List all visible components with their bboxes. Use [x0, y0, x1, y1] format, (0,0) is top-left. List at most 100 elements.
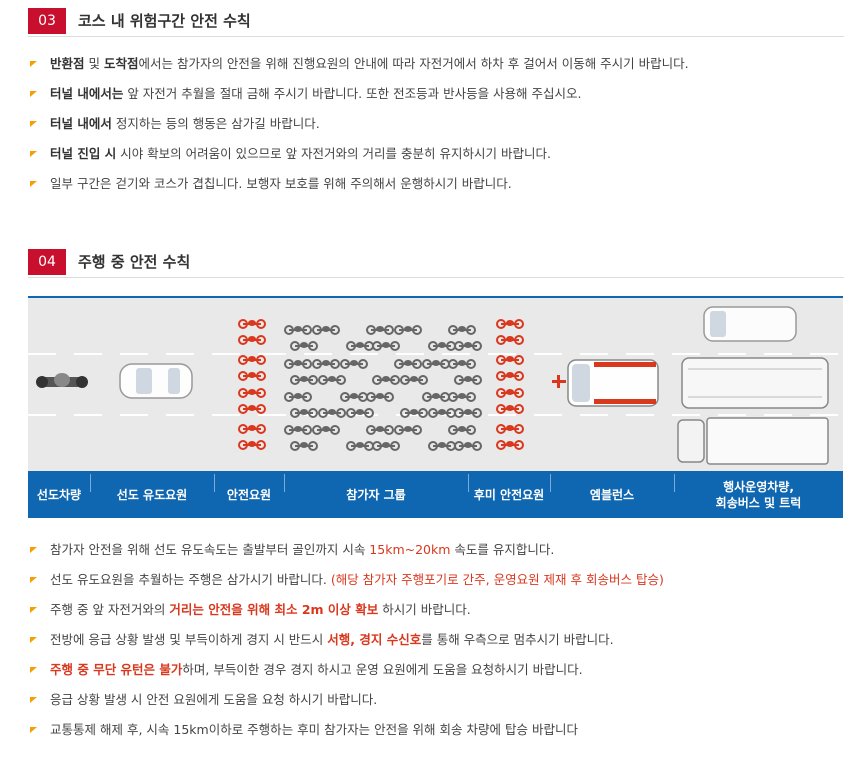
participant-bicycle-icon	[312, 425, 340, 435]
participant-bicycle-icon	[372, 341, 400, 351]
bullet-icon	[30, 607, 37, 613]
danger-zone-rules-list: 반환점 및 도착점에서는 참가자의 안전을 위해 진행요원의 안내에 따라 자전…	[30, 55, 846, 205]
label-lead-guide: 선도 유도요원	[116, 487, 188, 502]
list-item: 터널 진입 시 시야 확보의 어려움이 있으므로 앞 자전거와의 거리를 충분히…	[30, 145, 846, 175]
participant-bicycle-icon	[290, 341, 318, 351]
safety-staff-bicycle-icon	[496, 319, 524, 329]
list-item: 터널 내에서는 앞 자전거 추월을 절대 금해 주시기 바랍니다. 또한 전조등…	[30, 85, 846, 115]
participant-bicycle-icon	[394, 425, 422, 435]
safety-staff-bicycle-icon	[496, 388, 524, 398]
list-item: 주행 중 앞 자전거와의 거리는 안전을 위해 최소 2m 이상 확보 하시기 …	[30, 601, 846, 631]
label-ambulance: 엠블런스	[589, 487, 635, 502]
participant-bicycle-icon	[284, 325, 312, 335]
label-divider	[550, 474, 551, 492]
safety-staff-bicycle-icon	[238, 404, 266, 414]
safety-staff-bicycle-icon	[238, 388, 266, 398]
list-item: 응급 상황 발생 시 안전 요원에게 도움을 요청 하시기 바랍니다.	[30, 691, 846, 721]
participant-bicycle-icon	[454, 375, 482, 385]
participant-bicycle-icon	[454, 341, 482, 351]
lead-motorcycle-icon	[36, 373, 88, 388]
operation-van-icon	[703, 306, 797, 342]
list-item: 교통통제 해제 후, 시속 15km이하로 주행하는 후미 참가자는 안전을 위…	[30, 721, 846, 751]
label-divider	[674, 474, 675, 492]
participant-bicycle-icon	[312, 325, 340, 335]
list-item: 주행 중 무단 유턴은 불가하며, 부득이한 경우 경지 하시고 운영 요원에게…	[30, 661, 846, 691]
participant-bicycle-icon	[394, 325, 422, 335]
shuttle-bus-icon	[681, 357, 829, 409]
participant-bicycle-icon	[346, 408, 374, 418]
safety-staff-bicycle-icon	[496, 440, 524, 450]
safety-staff-bicycle-icon	[238, 319, 266, 329]
section-title: 주행 중 안전 수칙	[78, 253, 191, 271]
formation-illustration	[28, 296, 843, 518]
riding-formation-diagram: 선도차량 선도 유도요원 안전요원 참가자 그룹 후미 안전요원 엠블런스 행사…	[28, 296, 843, 518]
ambulance-icon	[552, 359, 659, 407]
participant-bicycle-icon	[284, 425, 312, 435]
bullet-icon	[30, 91, 37, 97]
participant-group	[284, 325, 482, 451]
lead-car-icon	[119, 363, 193, 399]
safety-staff-bicycle-icon	[238, 335, 266, 345]
participant-bicycle-icon	[340, 359, 368, 369]
safety-staff-bicycle-icon	[496, 424, 524, 434]
list-item: 선도 유도요원을 추월하는 주행은 삼가시기 바랍니다. (해당 참가자 주행포…	[30, 571, 846, 601]
section-04-header: 04 주행 중 안전 수칙	[28, 249, 844, 278]
label-participant-group: 참가자 그룹	[346, 487, 406, 502]
participant-bicycle-icon	[290, 408, 318, 418]
list-item: 터널 내에서 정지하는 등의 행동은 삼가길 바랍니다.	[30, 115, 846, 145]
bullet-icon	[30, 637, 37, 643]
list-item: 일부 구간은 걷기와 코스가 겹칩니다. 보행자 보호를 위해 주의해서 운행하…	[30, 175, 846, 205]
label-divider	[214, 474, 215, 492]
participant-bicycle-icon	[448, 359, 476, 369]
label-rear-safety-staff: 후미 안전요원	[473, 487, 545, 502]
participant-bicycle-icon	[448, 425, 476, 435]
participant-bicycle-icon	[372, 375, 400, 385]
participant-bicycle-icon	[400, 375, 428, 385]
participant-bicycle-icon	[318, 375, 346, 385]
participant-bicycle-icon	[454, 408, 482, 418]
riding-rules-list: 참가자 안전을 위해 선도 유도속도는 출발부터 골인까지 시속 15km~20…	[30, 541, 846, 751]
label-support-vehicles: 행사운영차량, 회송버스 및 트럭	[715, 479, 802, 510]
safety-staff-bicycle-icon	[238, 355, 266, 365]
bullet-icon	[30, 61, 37, 67]
participant-bicycle-icon	[400, 408, 428, 418]
bullet-icon	[30, 547, 37, 553]
participant-bicycle-icon	[346, 341, 374, 351]
bullet-icon	[30, 121, 37, 127]
bullet-icon	[30, 151, 37, 157]
label-divider	[284, 474, 285, 492]
participant-bicycle-icon	[428, 441, 456, 451]
participant-bicycle-icon	[290, 441, 318, 451]
safety-staff-bicycle-icon	[238, 440, 266, 450]
participant-bicycle-icon	[312, 359, 340, 369]
list-item: 반환점 및 도착점에서는 참가자의 안전을 위해 진행요원의 안내에 따라 자전…	[30, 55, 846, 85]
bullet-icon	[30, 181, 37, 187]
label-divider	[90, 474, 91, 492]
participant-bicycle-icon	[394, 359, 422, 369]
participant-bicycle-icon	[454, 441, 482, 451]
list-item: 전방에 응급 상황 발생 및 부득이하게 경지 시 반드시 서행, 경지 수신호…	[30, 631, 846, 661]
participant-bicycle-icon	[366, 392, 394, 402]
participant-bicycle-icon	[366, 325, 394, 335]
safety-staff-bicycle-icon	[496, 355, 524, 365]
participant-bicycle-icon	[290, 375, 318, 385]
safety-staff-bicycle-icon	[238, 424, 266, 434]
section-number-badge: 04	[28, 249, 66, 275]
safety-staff-bicycle-icon	[496, 371, 524, 381]
bullet-icon	[30, 577, 37, 583]
participant-bicycle-icon	[366, 425, 394, 435]
safety-staff-group	[238, 319, 524, 450]
label-divider	[468, 474, 469, 492]
participant-bicycle-icon	[448, 325, 476, 335]
bullet-icon	[30, 727, 37, 733]
safety-staff-bicycle-icon	[238, 371, 266, 381]
label-safety-staff: 안전요원	[226, 487, 272, 502]
section-title: 코스 내 위험구간 안전 수칙	[78, 12, 251, 30]
participant-bicycle-icon	[318, 408, 346, 418]
truck-icon	[677, 417, 829, 465]
list-item: 참가자 안전을 위해 선도 유도속도는 출발부터 골인까지 시속 15km~20…	[30, 541, 846, 571]
section-number-badge: 03	[28, 8, 66, 34]
participant-bicycle-icon	[284, 359, 312, 369]
participant-bicycle-icon	[372, 441, 400, 451]
bullet-icon	[30, 667, 37, 673]
